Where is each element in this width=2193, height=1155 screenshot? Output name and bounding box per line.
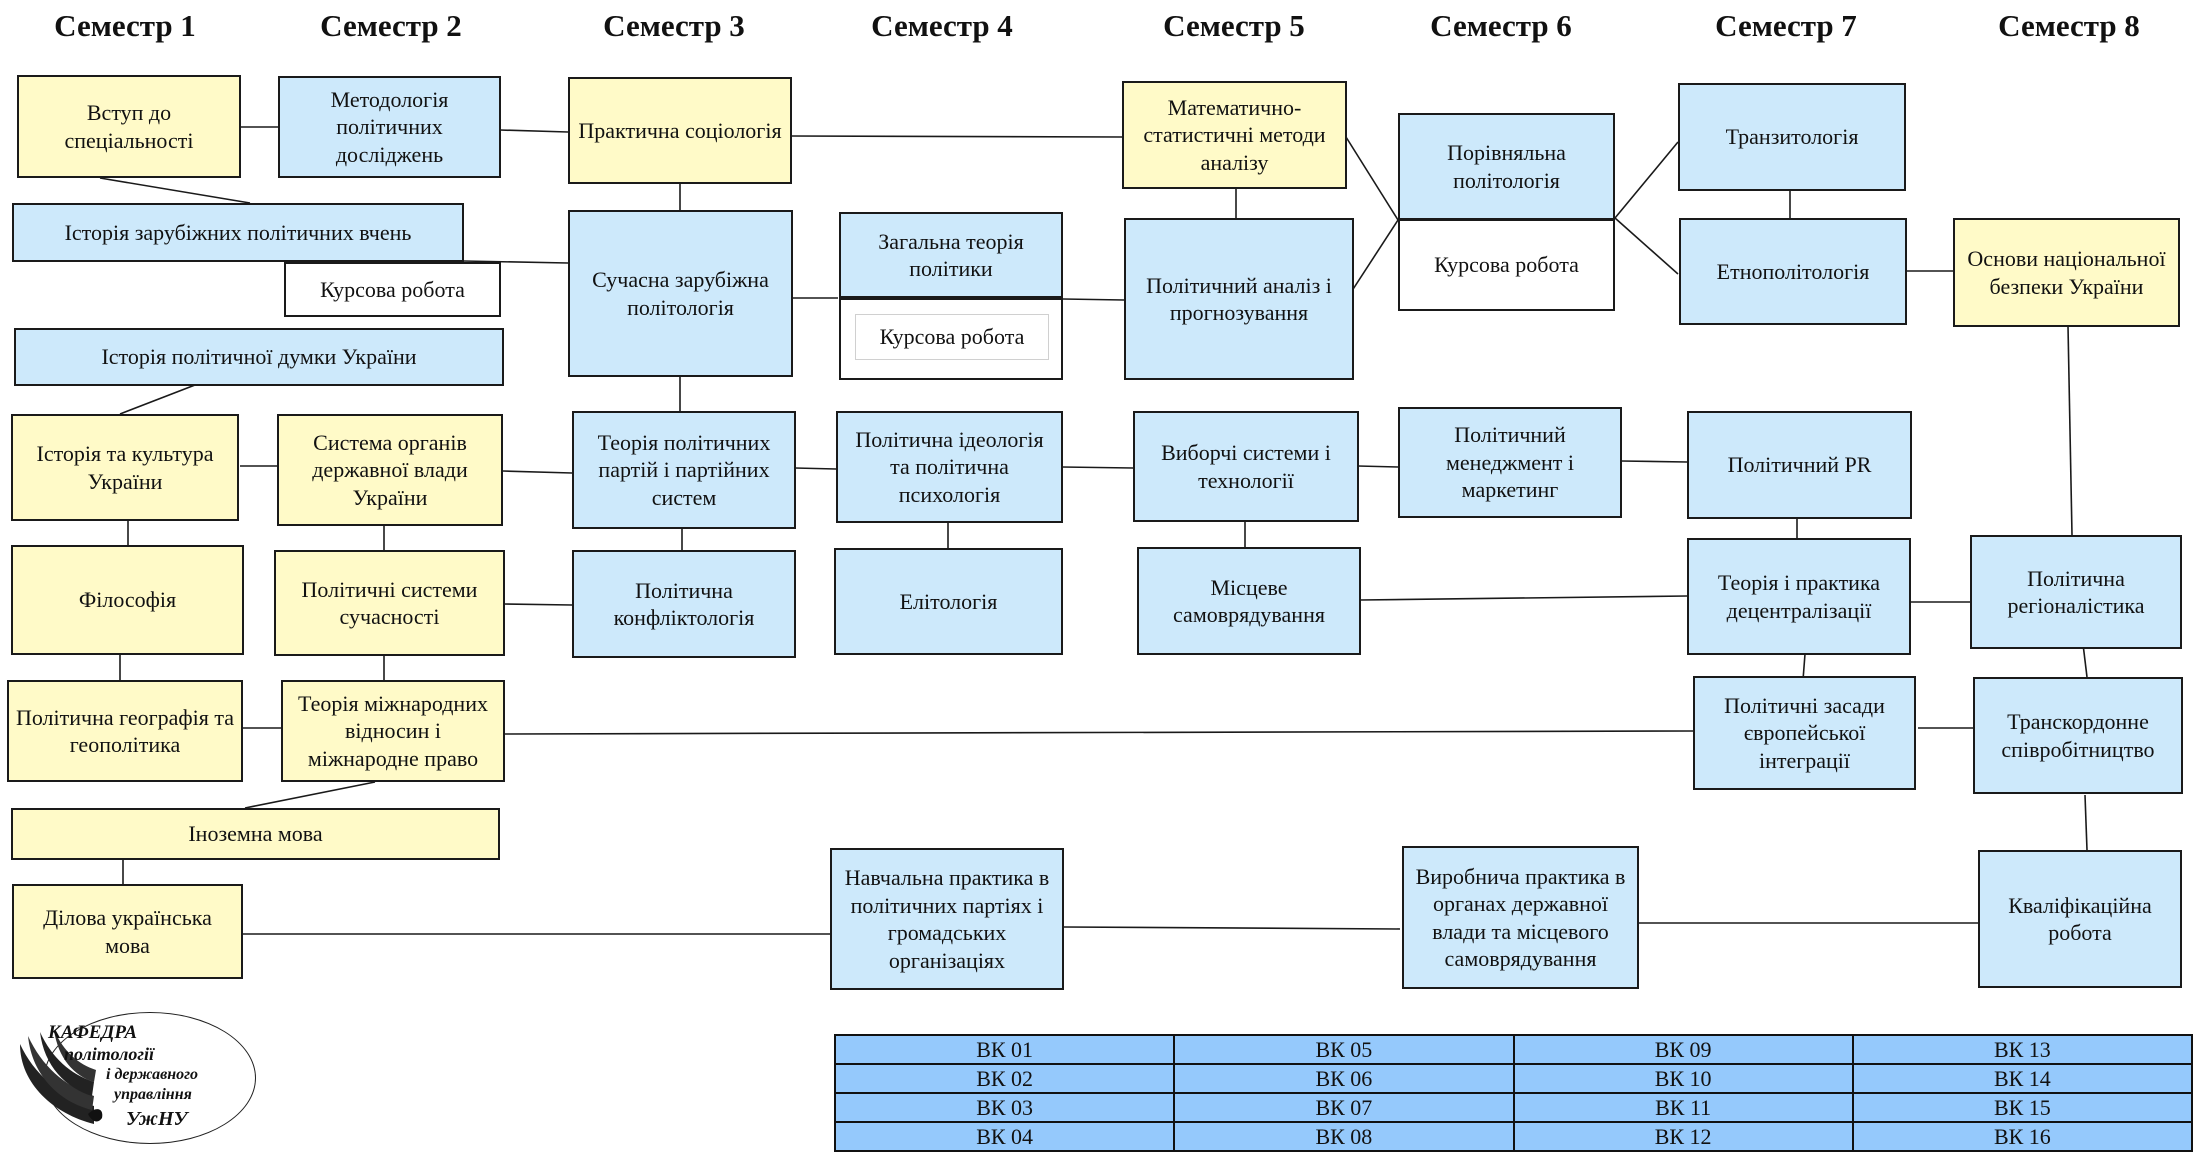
course-partii: Теорія політичних партій і партійних сис… (572, 411, 796, 529)
semester-5-heading: Семестр 5 (1163, 8, 1305, 43)
course-transytologia: Транзитологія (1678, 83, 1906, 191)
course-matstat: Математично-статистичні методи аналізу (1122, 81, 1347, 189)
course-systemy-suchasnosti: Політичні системи сучасності (274, 550, 505, 656)
elective-cell: ВК 09 (1512, 1034, 1854, 1065)
course-filosofia: Філософія (11, 545, 244, 655)
course-istoria-zarub: Історія зарубіжних політичних вчень (12, 203, 464, 262)
eagle-wing-icon (20, 1030, 103, 1124)
logo-line-3: і державного (106, 1066, 199, 1083)
elective-cell: ВК 07 (1173, 1092, 1515, 1123)
course-porivnialna: Порівняльна політологія (1398, 113, 1615, 220)
elective-cell: ВК 03 (833, 1092, 1176, 1123)
course-transkordonne: Транскордонне співробітництво (1973, 677, 2183, 794)
logo-line-2: політології (64, 1044, 154, 1064)
course-samovriaduvannia: Місцеве самоврядування (1137, 547, 1361, 655)
course-sociologia: Практична соціологія (568, 77, 792, 184)
elective-cell: ВК 14 (1851, 1063, 2193, 1094)
course-work-zagalna-teoria: Курсова робота (839, 298, 1063, 380)
electives-row: ВК 04 ВК 08 ВК 12 ВК 16 (833, 1121, 2193, 1152)
electives-row: ВК 01 ВК 05 ВК 09 ВК 13 (833, 1034, 2193, 1065)
logo-line-4: управління (114, 1086, 192, 1103)
course-osnovy-bezpeky: Основи національної безпеки України (1953, 218, 2180, 327)
elective-cell: ВК 16 (1851, 1121, 2193, 1152)
course-work-label: Курсова робота (855, 314, 1049, 360)
course-kvalifikatsiina: Кваліфікаційна робота (1978, 850, 2182, 988)
semester-8-heading: Семестр 8 (1998, 8, 2140, 43)
course-systema-organiv: Система органів державної влади України (277, 414, 503, 526)
department-logo: КАФЕДРА політології і державного управлі… (14, 1008, 256, 1148)
semester-1-heading: Семестр 1 (54, 8, 196, 43)
course-etnopolitologia: Етнополітологія (1679, 218, 1907, 325)
course-pr: Політичний PR (1687, 411, 1912, 519)
elective-cell: ВК 11 (1512, 1092, 1854, 1123)
semester-6-heading: Семестр 6 (1430, 8, 1572, 43)
course-navchalna-praktyka: Навчальна практика в політичних партіях … (830, 848, 1064, 990)
elective-cell: ВК 05 (1173, 1034, 1515, 1065)
elective-cell: ВК 06 (1173, 1063, 1515, 1094)
semester-2-heading: Семестр 2 (320, 8, 462, 43)
elective-cell: ВК 08 (1173, 1121, 1515, 1152)
course-inozemna: Іноземна мова (11, 808, 500, 860)
electives-row: ВК 03 ВК 07 ВК 11 ВК 15 (833, 1092, 2193, 1123)
elective-cell: ВК 12 (1512, 1121, 1854, 1152)
course-analiz: Політичний аналіз і прогнозування (1124, 218, 1354, 380)
logo-line-1: КАФЕДРА (48, 1022, 138, 1043)
course-konfliktologia: Політична конфліктологія (572, 550, 796, 658)
course-vstup: Вступ до спеціальності (17, 75, 241, 178)
semester-4-heading: Семестр 4 (871, 8, 1013, 43)
course-work-istoria-zarub: Курсова робота (284, 262, 501, 317)
logo-line-5: УжНУ (126, 1108, 188, 1130)
electives-table: ВК 01 ВК 05 ВК 09 ВК 13 ВК 02 ВК 06 ВК 1… (833, 1034, 2193, 1152)
course-ideologia: Політична ідеологія та політична психоло… (836, 411, 1063, 523)
course-work-porivnialna: Курсова робота (1398, 219, 1615, 311)
semester-7-heading: Семестр 7 (1715, 8, 1857, 43)
elective-cell: ВК 04 (833, 1121, 1176, 1152)
elective-cell: ВК 02 (833, 1063, 1176, 1094)
course-metodologia: Методологія політичних досліджень (278, 76, 501, 178)
course-suchasna-zarub: Сучасна зарубіжна політологія (568, 210, 793, 377)
course-istoria-kultura: Історія та культура України (11, 414, 239, 521)
course-decentralizatsia: Теорія і практика децентралізації (1687, 538, 1911, 655)
course-mizhnarodni: Теорія міжнародних відносин і міжнародне… (281, 680, 505, 782)
course-yevrointegratsia: Політичні засади європейської інтеграції (1693, 676, 1916, 790)
elective-cell: ВК 13 (1851, 1034, 2193, 1065)
course-istoria-dumky: Історія політичної думки України (14, 328, 504, 386)
electives-row: ВК 02 ВК 06 ВК 10 ВК 14 (833, 1063, 2193, 1094)
course-dilova: Ділова українська мова (12, 884, 243, 979)
elective-cell: ВК 10 (1512, 1063, 1854, 1094)
course-menedzhment: Політичний менеджмент і маркетинг (1398, 407, 1622, 518)
course-vyrobnycha-praktyka: Виробнича практика в органах державної в… (1402, 846, 1639, 989)
elective-cell: ВК 15 (1851, 1092, 2193, 1123)
elective-cell: ВК 01 (833, 1034, 1176, 1065)
course-elitologia: Елітологія (834, 548, 1063, 655)
course-geografia: Політична географія та геополітика (7, 680, 243, 782)
course-zagalna-teoria: Загальна теорія політики (839, 212, 1063, 298)
semester-3-heading: Семестр 3 (603, 8, 745, 43)
course-regionalistyka: Політична регіоналістика (1970, 535, 2182, 649)
course-vyborchi: Виборчі системи і технології (1133, 411, 1359, 522)
